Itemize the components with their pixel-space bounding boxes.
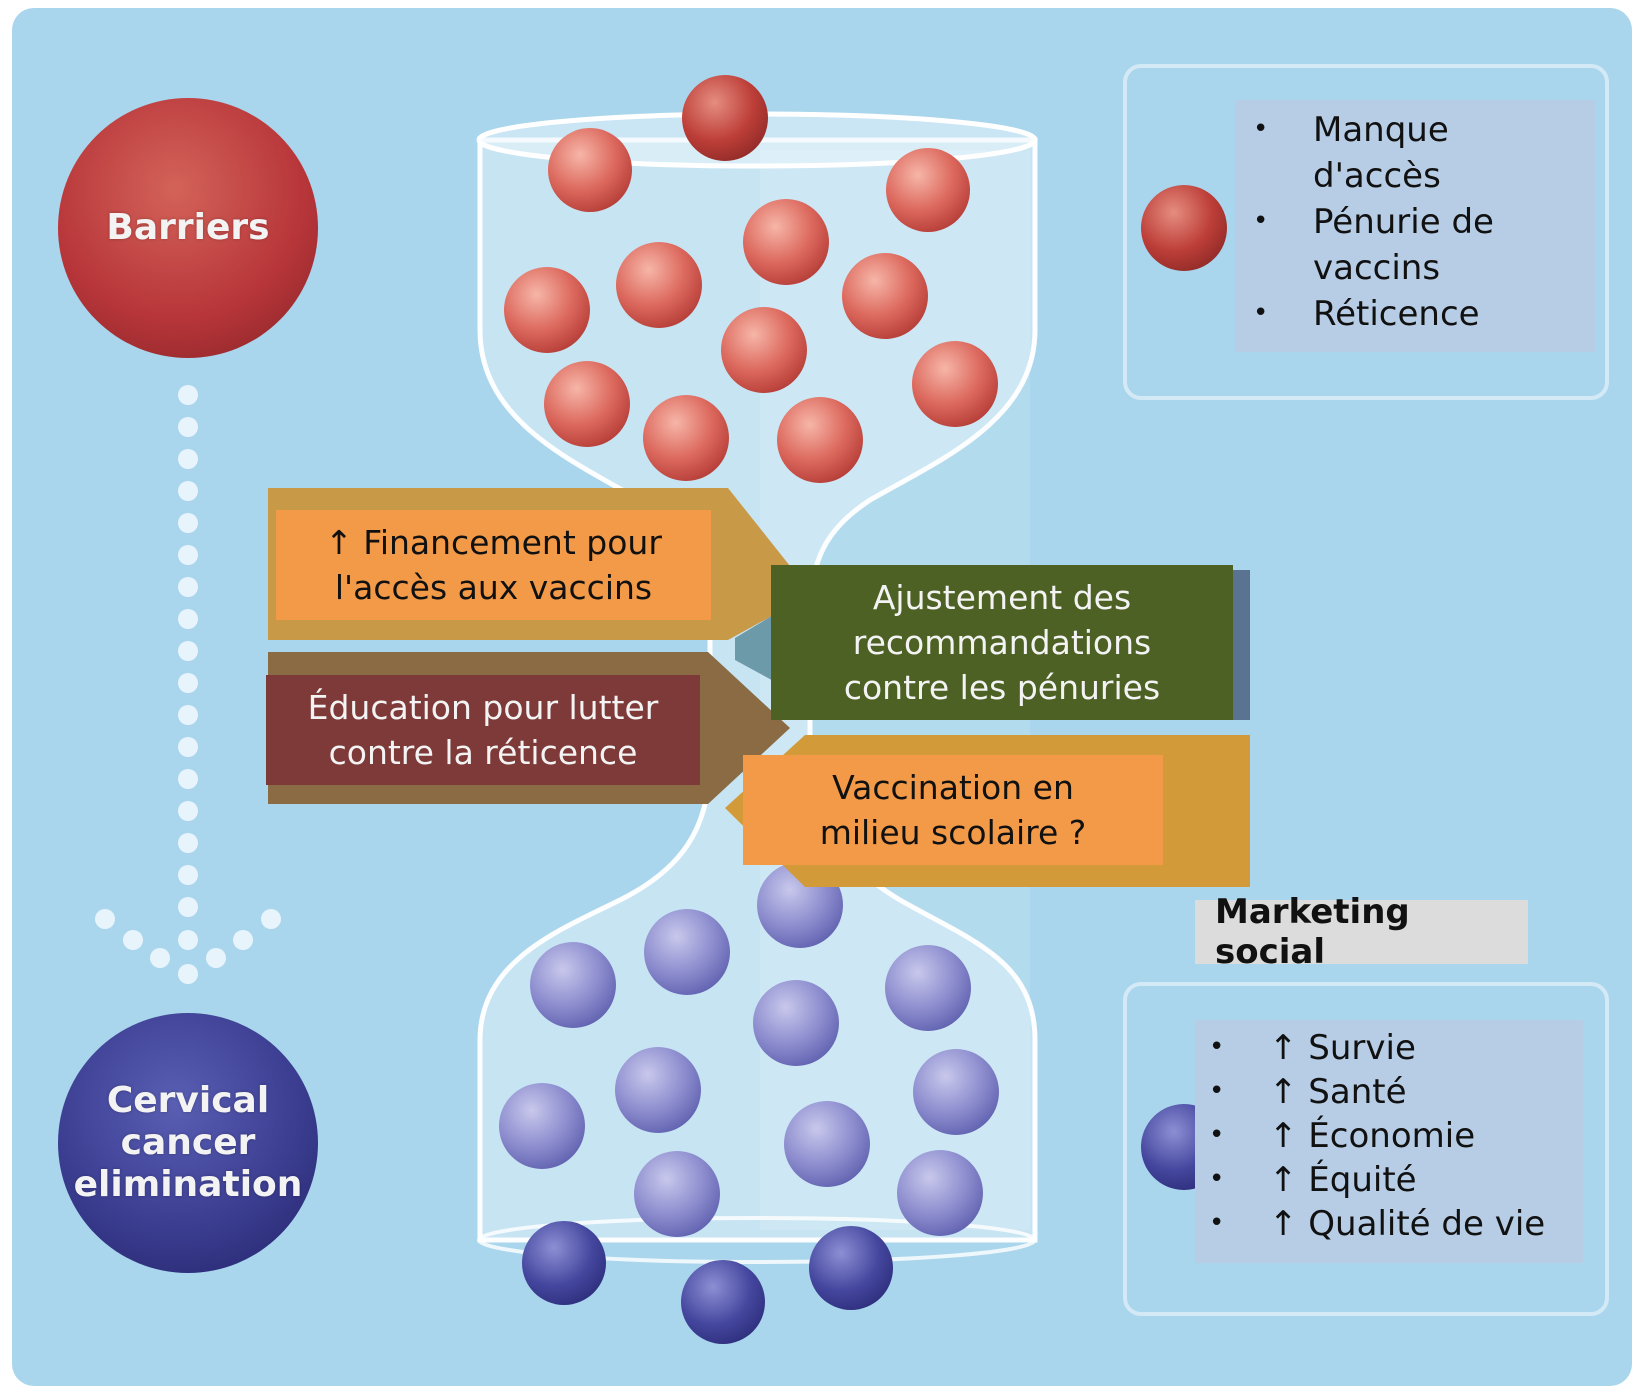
bullet-2: •	[1253, 206, 1269, 236]
barriers-label: Barriers	[106, 207, 270, 248]
education-line-2: contre la réticence	[328, 733, 638, 772]
outcomes-list-frame	[1123, 982, 1609, 1316]
red-balls	[504, 75, 1227, 483]
elimination-line-2: cancer	[120, 1122, 256, 1163]
outcome-item-4: ↑ Équité	[1269, 1160, 1417, 1200]
elimination-label: Cervical cancer elimination	[58, 1080, 318, 1206]
bullet-1: •	[1253, 114, 1269, 144]
ajustement-line-3: contre les pénuries	[843, 668, 1161, 707]
outcome-bullet-5: •	[1209, 1208, 1225, 1238]
outcome-item-5: ↑ Qualité de vie	[1269, 1204, 1546, 1244]
education-line-1: Éducation pour lutter	[307, 688, 659, 727]
outcome-bullet-3: •	[1209, 1120, 1225, 1150]
financement-box: ↑ Financement pour l'accès aux vaccins	[276, 510, 711, 620]
financement-line-2: l'accès aux vaccins	[334, 568, 653, 607]
marketing-social-label: Marketing social	[1195, 892, 1528, 972]
financement-line-1: ↑ Financement pour	[325, 523, 662, 562]
barriers-list-frame	[1123, 64, 1609, 400]
outcome-item-2: ↑ Santé	[1269, 1072, 1407, 1112]
barriers-circle	[58, 98, 318, 358]
elimination-line-1: Cervical	[106, 1080, 270, 1121]
dotted-arrow	[95, 385, 281, 984]
elimination-circle	[58, 1013, 318, 1273]
vaccination-box: Vaccination en milieu scolaire ?	[743, 755, 1163, 865]
barriers-item-1-line-1: Manque	[1313, 110, 1449, 150]
outcome-item-3: ↑ Économie	[1269, 1116, 1476, 1156]
hourglass-bottom-rim	[477, 1216, 1037, 1264]
barriers-list: • Manque d'accès • Pénurie de vaccins • …	[1235, 100, 1595, 352]
education-box: Éducation pour lutter contre la réticenc…	[266, 675, 700, 785]
outcome-bullet-2: •	[1209, 1076, 1225, 1106]
outcome-bullet-1: •	[1209, 1032, 1225, 1062]
elimination-line-3: elimination	[73, 1164, 303, 1205]
outcome-bullet-4: •	[1209, 1164, 1225, 1194]
outcomes-list: • ↑ Survie • ↑ Santé • ↑ Économie • ↑ Éq…	[1195, 1020, 1583, 1263]
outcome-item-1: ↑ Survie	[1269, 1028, 1416, 1068]
barriers-item-3: Réticence	[1313, 294, 1480, 334]
ajustement-line-2: recommandations	[852, 623, 1152, 662]
bullet-3: •	[1253, 298, 1269, 328]
ajustement-box: Ajustement des recommandations contre le…	[771, 565, 1233, 720]
vaccination-line-2: milieu scolaire ?	[819, 813, 1087, 852]
barriers-item-2-line-2: vaccins	[1313, 248, 1441, 288]
barriers-item-1-line-2: d'accès	[1313, 156, 1441, 196]
barriers-item-2-line-1: Pénurie de	[1313, 202, 1494, 242]
vaccination-line-1: Vaccination en	[832, 768, 1074, 807]
ajustement-line-1: Ajustement des	[872, 578, 1132, 617]
